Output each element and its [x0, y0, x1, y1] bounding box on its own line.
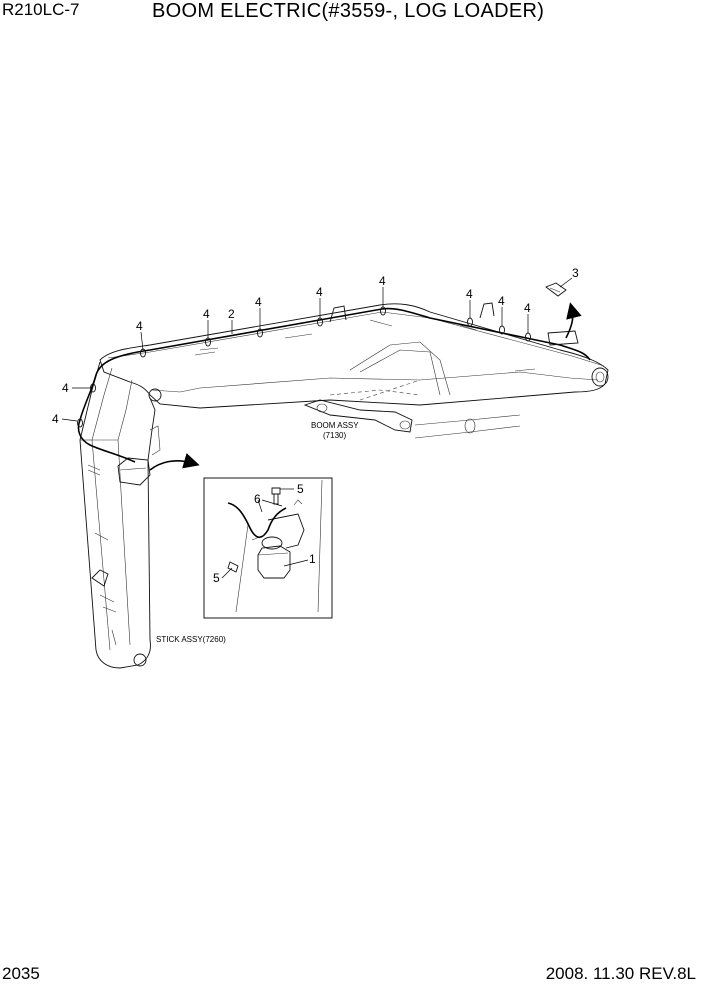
page-title: BOOM ELECTRIC(#3559-, LOG LOADER): [152, 0, 545, 22]
arrow-up-connector: [565, 302, 582, 339]
callout-numbers: 4 4 2 4 4 4 4 4 4 3 4 4 6 5 1 5: [52, 266, 579, 585]
callout-4: 4: [136, 319, 143, 333]
stick-assembly: [79, 361, 161, 669]
arrow-to-detail: [149, 453, 200, 471]
callout-4: 4: [498, 294, 505, 308]
stick-assy-label: STICK ASSY(7260): [156, 635, 226, 644]
boom-assy-label: BOOM ASSY: [311, 421, 359, 430]
callout-4: 4: [316, 285, 323, 299]
wire-harness: [77, 307, 591, 463]
callout-1: 1: [309, 552, 316, 566]
callout-3: 3: [572, 266, 579, 280]
callout-4: 4: [203, 307, 210, 321]
callout-4: 4: [379, 274, 386, 288]
callout-5: 5: [213, 571, 220, 585]
detail-view: [203, 477, 333, 619]
boom-assy-code: (7130): [323, 431, 346, 440]
connector-item-3: [545, 282, 579, 346]
callout-6: 6: [254, 492, 261, 506]
callout-5: 5: [297, 482, 304, 496]
leader-lines: [61, 277, 573, 422]
revision-date: 2008. 11.30 REV.8L: [545, 964, 696, 983]
boom-assembly: [99, 302, 609, 439]
clamp-markers: [77, 306, 531, 428]
detail-leader-lines: [221, 488, 309, 579]
callout-4: 4: [52, 412, 59, 426]
callout-4: 4: [466, 287, 473, 301]
callout-4: 4: [62, 381, 69, 395]
callout-2: 2: [228, 307, 235, 321]
page-number: 2035: [2, 964, 40, 983]
callout-4: 4: [524, 301, 531, 315]
callout-4: 4: [255, 295, 262, 309]
model-number: R210LC-7: [2, 0, 80, 19]
